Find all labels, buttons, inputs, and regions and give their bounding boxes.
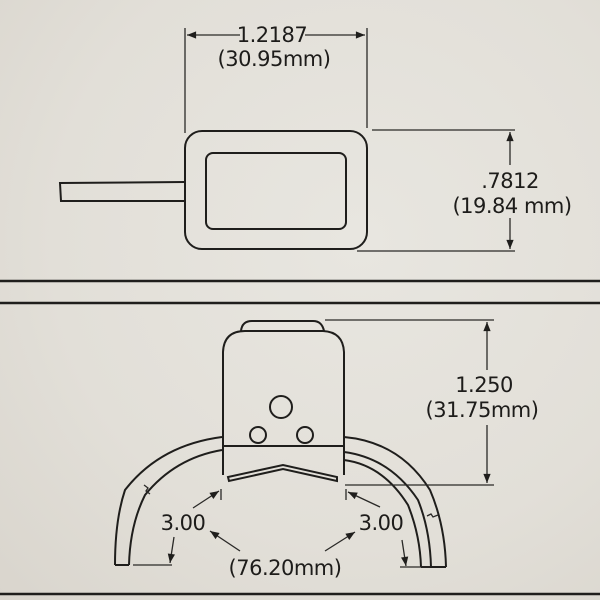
width-mm-label: (30.95mm) [218,47,331,71]
connector-body-outline [184,130,368,250]
mm-leader-right [324,531,356,552]
sensor-cap [240,320,325,332]
radius-down-arrow-left [167,536,175,564]
tube-left-inner [128,449,223,566]
radius-left-label: 3.00 [161,511,206,535]
tube-right-mid [343,451,432,568]
connector-window [205,152,347,230]
radius-down-arrow-right [401,539,409,567]
tube-right-outer [343,436,447,568]
mounting-hole-right [296,426,314,444]
sensor-v-foot [226,463,338,483]
radius-leader-left [192,490,220,509]
mm-leader-left [209,530,241,552]
radius-mm-label: (76.20mm) [229,556,342,580]
tube-right-inner [343,459,422,568]
cable-stub [58,181,186,202]
radius-right-label: 3.00 [359,511,404,535]
tube-right-break [426,513,439,518]
tube-left-outer [114,436,223,566]
height-mm-label: (19.84 mm) [452,194,571,218]
sensor-body [222,330,345,475]
mounting-hole-top [269,395,293,419]
bottom-height-inches-label: 1.250 [455,373,513,397]
tube-left-break [143,484,151,495]
width-inches-label: 1.2187 [237,23,307,47]
bottom-height-mm-label: (31.75mm) [426,398,539,422]
bottom-view: 1.250 (31.75mm) 3.00 3.00 (76.20mm) [114,319,539,580]
radius-leader-right [347,491,381,508]
height-inches-label: .7812 [481,169,539,193]
mounting-hole-left [249,426,267,444]
top-view: 1.2187 (30.95mm) .7812 (19.84 mm) [58,23,572,252]
